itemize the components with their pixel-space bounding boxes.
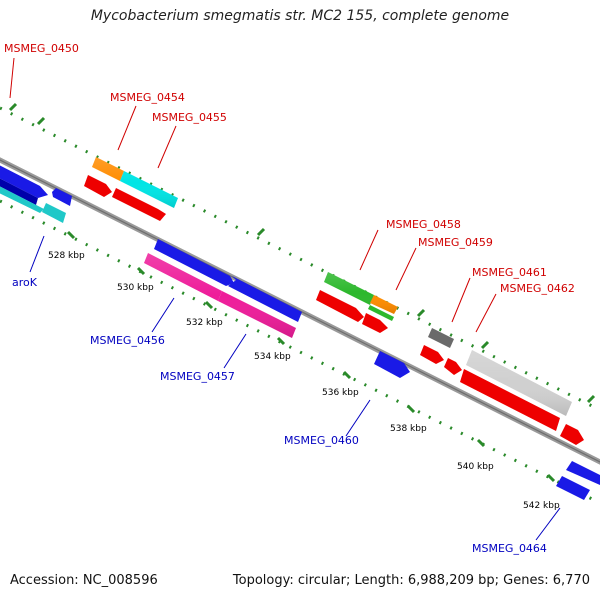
genome-stats: Topology: circular; Length: 6,988,209 bp… [232, 573, 590, 588]
gene-label-MSMEG_0459[interactable]: MSMEG_0459 [418, 236, 493, 249]
label-leaders [9, 57, 497, 333]
gene-cyan-small[interactable] [42, 203, 66, 223]
accession-label: Accession: NC_008596 [10, 573, 158, 588]
gene-label-MSMEG_0457[interactable]: MSMEG_0457 [160, 370, 235, 383]
lower-major-ticks [66, 230, 556, 483]
gene-blue-0457[interactable] [228, 276, 302, 322]
gene-MSMEG_0460[interactable] [374, 351, 410, 378]
scale-label: 540 kbp [457, 462, 494, 472]
scale-label: 538 kbp [390, 424, 427, 434]
gene-label-MSMEG_0458[interactable]: MSMEG_0458 [386, 218, 461, 231]
gene-red-0459b[interactable] [362, 313, 388, 333]
gene-MSMEG_0464[interactable] [556, 476, 590, 500]
gene-label-MSMEG_0461[interactable]: MSMEG_0461 [472, 266, 547, 279]
scale-label: 530 kbp [117, 283, 154, 293]
gene-MSMEG_0461[interactable] [428, 328, 454, 348]
label-leaders-reverse [29, 235, 561, 541]
gene-label-MSMEG_0450[interactable]: MSMEG_0450 [4, 42, 79, 55]
gene-red-0461c[interactable] [444, 358, 462, 375]
gene-red-0454b[interactable] [84, 175, 112, 197]
gene-label-MSMEG_0454[interactable]: MSMEG_0454 [110, 91, 185, 104]
gene-aroK[interactable] [0, 163, 48, 205]
map-title: Mycobacterium smegmatis str. MC2 155, co… [90, 8, 510, 24]
gene-red-0461b[interactable] [420, 345, 444, 364]
gene-red-0462b[interactable] [460, 369, 560, 431]
gene-label-MSMEG_0460[interactable]: MSMEG_0460 [284, 434, 359, 447]
gene-label-MSMEG_0455[interactable]: MSMEG_0455 [152, 111, 227, 124]
gene-label-MSMEG_0456[interactable]: MSMEG_0456 [90, 334, 165, 347]
gene-red-0462c[interactable] [560, 424, 584, 445]
gene-green-small[interactable] [368, 305, 394, 321]
gene-blue-0456[interactable] [154, 239, 234, 286]
gene-label-MSMEG_0462[interactable]: MSMEG_0462 [500, 282, 575, 295]
gene-blue-0463[interactable] [566, 461, 600, 485]
gene-red-0458b[interactable] [316, 290, 364, 322]
scale-label: 542 kbp [523, 501, 560, 511]
gene-red-0455b[interactable] [112, 188, 166, 221]
gene-blue-small[interactable] [52, 188, 72, 206]
scale-label: 532 kbp [186, 318, 223, 328]
gene-cyan-left[interactable] [0, 184, 44, 213]
scale-label: 534 kbp [254, 352, 291, 362]
scale-label: 528 kbp [48, 251, 85, 261]
upper-major-ticks [8, 102, 596, 404]
scale-label: 536 kbp [322, 388, 359, 398]
gene-label-aroK[interactable]: aroK [12, 276, 38, 289]
upper-ruler [0, 106, 600, 412]
gene-label-MSMEG_0464[interactable]: MSMEG_0464 [472, 542, 547, 555]
lower-ruler [0, 199, 600, 505]
